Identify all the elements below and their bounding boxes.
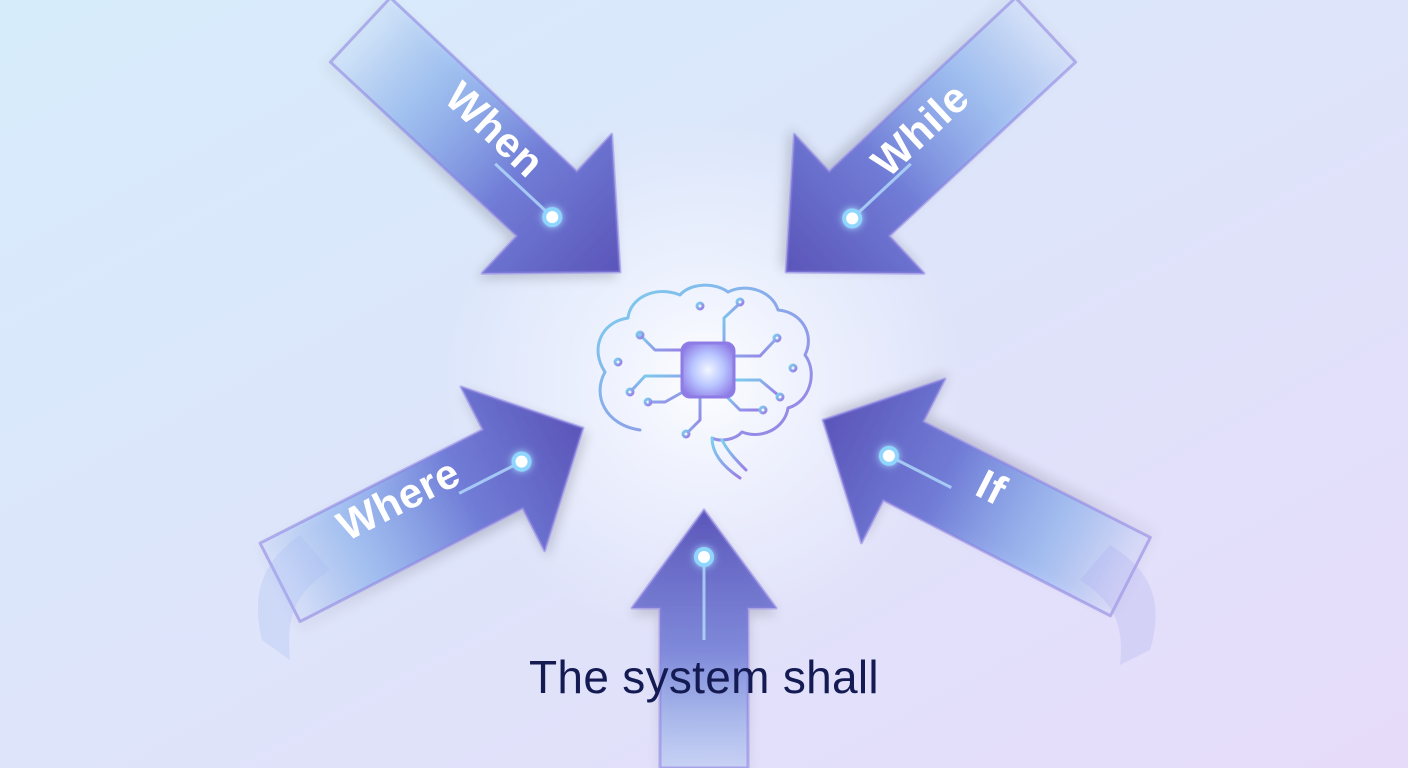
arrow-when bbox=[328, 0, 622, 275]
arrow-where-tail bbox=[257, 535, 330, 660]
arrow-if bbox=[821, 377, 1152, 618]
arrow-body bbox=[821, 377, 1152, 618]
connector-line bbox=[494, 162, 548, 213]
output-caption: The system shall bbox=[529, 651, 879, 703]
brain-circuit-icon bbox=[596, 283, 813, 480]
connector-line bbox=[458, 463, 516, 495]
connector-node bbox=[542, 207, 563, 228]
arrow-if-tail bbox=[1080, 545, 1156, 665]
connector-node bbox=[842, 208, 863, 229]
arrow-system bbox=[630, 508, 778, 768]
arrow-where bbox=[258, 385, 585, 624]
connector-line bbox=[895, 458, 952, 489]
connector-node bbox=[694, 547, 714, 567]
connector-line bbox=[857, 162, 912, 215]
arrow-body bbox=[784, 0, 1078, 275]
connector-node bbox=[511, 451, 532, 472]
arrow-body bbox=[328, 0, 622, 275]
arrow-while bbox=[784, 0, 1078, 275]
connector-node bbox=[878, 445, 899, 466]
arrow-body bbox=[258, 385, 585, 624]
